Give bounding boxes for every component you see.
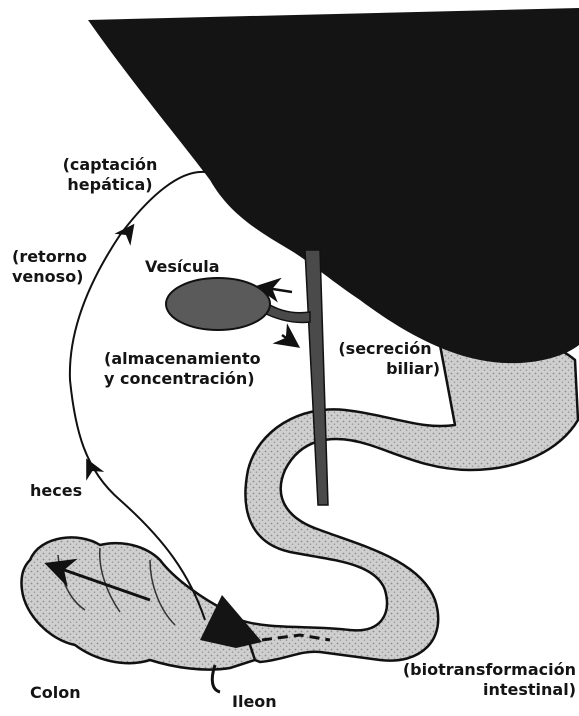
label-vesicula: Vesícula (145, 257, 220, 277)
label-ileon: Ileon (232, 692, 277, 712)
gallbladder (166, 278, 270, 330)
label-almacenamiento: (almacenamiento y concentración) (104, 349, 261, 389)
label-colon: Colon (30, 683, 81, 703)
arrow-from-gallbladder (282, 335, 296, 345)
venous-return-arrow-upper (126, 227, 132, 235)
label-captacion-hepatica: (captación hepática) (50, 155, 170, 195)
label-secrecion-biliar: (secreción biliar) (330, 339, 440, 379)
label-heces: heces (30, 481, 82, 501)
small-intestine (230, 335, 578, 662)
bile-duct (305, 250, 328, 505)
label-biotransformacion: (biotransformación intestinal) (390, 660, 576, 700)
label-retorno-venoso: (retorno venoso) (12, 247, 87, 287)
